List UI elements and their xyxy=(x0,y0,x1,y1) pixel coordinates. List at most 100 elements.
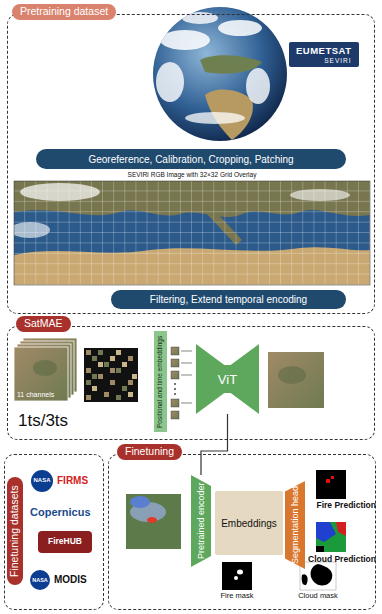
vit-block: ViT xyxy=(196,344,259,414)
mask-label: Cloud mask xyxy=(298,592,338,600)
patch xyxy=(86,368,91,373)
token-link xyxy=(181,363,192,364)
node-fill xyxy=(191,475,211,567)
image-caption: SEVIRI RGB Image with 32×32 Grid Overlay xyxy=(128,171,257,178)
cloud-class xyxy=(316,522,336,542)
logo-box: EUMETSATSEVIRI xyxy=(289,42,359,67)
patch xyxy=(122,386,127,391)
patch xyxy=(104,392,109,397)
encoder-block: Pretrained encoder xyxy=(191,475,211,567)
patch xyxy=(86,395,91,400)
cloud-prediction-image xyxy=(316,522,346,552)
patch xyxy=(132,374,137,379)
sea xyxy=(14,181,370,285)
connector xyxy=(201,414,228,475)
patch xyxy=(86,380,91,385)
patch xyxy=(98,350,103,355)
map-frame xyxy=(14,181,370,285)
node-text: ViT xyxy=(218,372,237,387)
patch xyxy=(92,386,97,391)
ellipsis-dot xyxy=(174,383,176,385)
patch xyxy=(104,362,109,367)
input-scene xyxy=(126,494,181,549)
embedding-band: Positional and time embeddings xyxy=(154,331,167,432)
patch xyxy=(116,350,121,355)
token xyxy=(171,411,179,419)
patch xyxy=(110,356,115,361)
fire-prediction-image xyxy=(316,470,346,499)
node-text: Embeddings xyxy=(221,518,277,529)
head-block: Segmentation head xyxy=(285,481,305,569)
section-tag: Pretraining dataset xyxy=(12,4,116,20)
patch xyxy=(128,356,133,361)
logo-text: Copernicus xyxy=(30,506,91,518)
cloud xyxy=(156,62,184,102)
section-panel: Pretraining datasetEUMETSATSEVIRIGeorefe… xyxy=(7,14,375,314)
token xyxy=(171,359,179,367)
patch xyxy=(116,395,121,400)
patch xyxy=(122,362,127,367)
satellite-map xyxy=(14,181,370,285)
process-band: Filtering, Extend temporal encoding xyxy=(111,290,346,309)
firehub-logo xyxy=(38,531,92,553)
patch xyxy=(98,362,103,367)
section-tag: Finetuning xyxy=(117,444,182,460)
token-link xyxy=(181,351,192,352)
visible-patches xyxy=(86,350,137,400)
cloud-blob xyxy=(311,564,333,585)
node-fill xyxy=(196,344,259,414)
cloud xyxy=(185,112,245,124)
cloud-mask-image xyxy=(300,562,336,590)
patch xyxy=(98,374,103,379)
fire-pixel xyxy=(331,476,334,479)
node-fill xyxy=(285,481,305,569)
fire-mask-image xyxy=(222,562,252,590)
logo-title: EUMETSAT xyxy=(296,46,352,57)
cloud xyxy=(160,30,210,50)
patch xyxy=(86,350,91,355)
mask-label: Fire mask xyxy=(221,592,254,600)
patch xyxy=(92,356,97,361)
section-tag: SatMAE xyxy=(16,316,71,332)
fire-pixel xyxy=(234,576,238,580)
cloud-blob xyxy=(302,574,308,585)
patch xyxy=(110,368,115,373)
terrain-patch xyxy=(278,366,306,384)
section-tag: Finetuning datasets xyxy=(7,478,23,586)
globe xyxy=(153,7,287,141)
smoke xyxy=(130,496,150,508)
patch xyxy=(128,380,133,385)
globe-surface xyxy=(156,12,270,140)
node-text: Pretrained encoder xyxy=(197,483,206,560)
patch xyxy=(110,380,115,385)
terrain-patch xyxy=(33,360,57,376)
patch xyxy=(92,374,97,379)
patch xyxy=(116,368,121,373)
logo-subtitle: SEVIRI xyxy=(296,57,352,64)
nasa-logo xyxy=(30,570,50,590)
fire-pixel xyxy=(326,479,330,483)
output-label: Fire Prediction xyxy=(316,501,376,510)
node-text: Segmentation head xyxy=(291,486,300,564)
timestep-label: 1ts/3ts xyxy=(18,412,68,431)
output-label: Cloud Prediction xyxy=(308,555,376,564)
masked-tile xyxy=(84,348,138,402)
logo-text: MODIS xyxy=(54,574,87,585)
grid-overlay xyxy=(14,181,370,285)
ellipsis-dot xyxy=(174,388,176,390)
input-tile xyxy=(14,347,68,401)
cloud xyxy=(246,68,270,104)
section-panel: FinetuningPretrained encoderEmbeddingsSe… xyxy=(108,454,376,610)
fire-spot xyxy=(147,517,157,523)
node-text: Positional and time embeddings xyxy=(157,335,164,427)
tile-label: 11 channels xyxy=(17,391,54,399)
logo-text: FireHUB xyxy=(48,537,82,546)
cloud-class xyxy=(316,546,324,552)
logo-text: FIRMS xyxy=(57,475,88,486)
logo-text: NASA xyxy=(33,477,50,484)
nasa-logo xyxy=(31,470,53,492)
token xyxy=(171,399,179,407)
reconstructed-tile xyxy=(268,352,324,408)
node-fill xyxy=(154,331,167,432)
ellipsis-dot xyxy=(174,393,176,395)
